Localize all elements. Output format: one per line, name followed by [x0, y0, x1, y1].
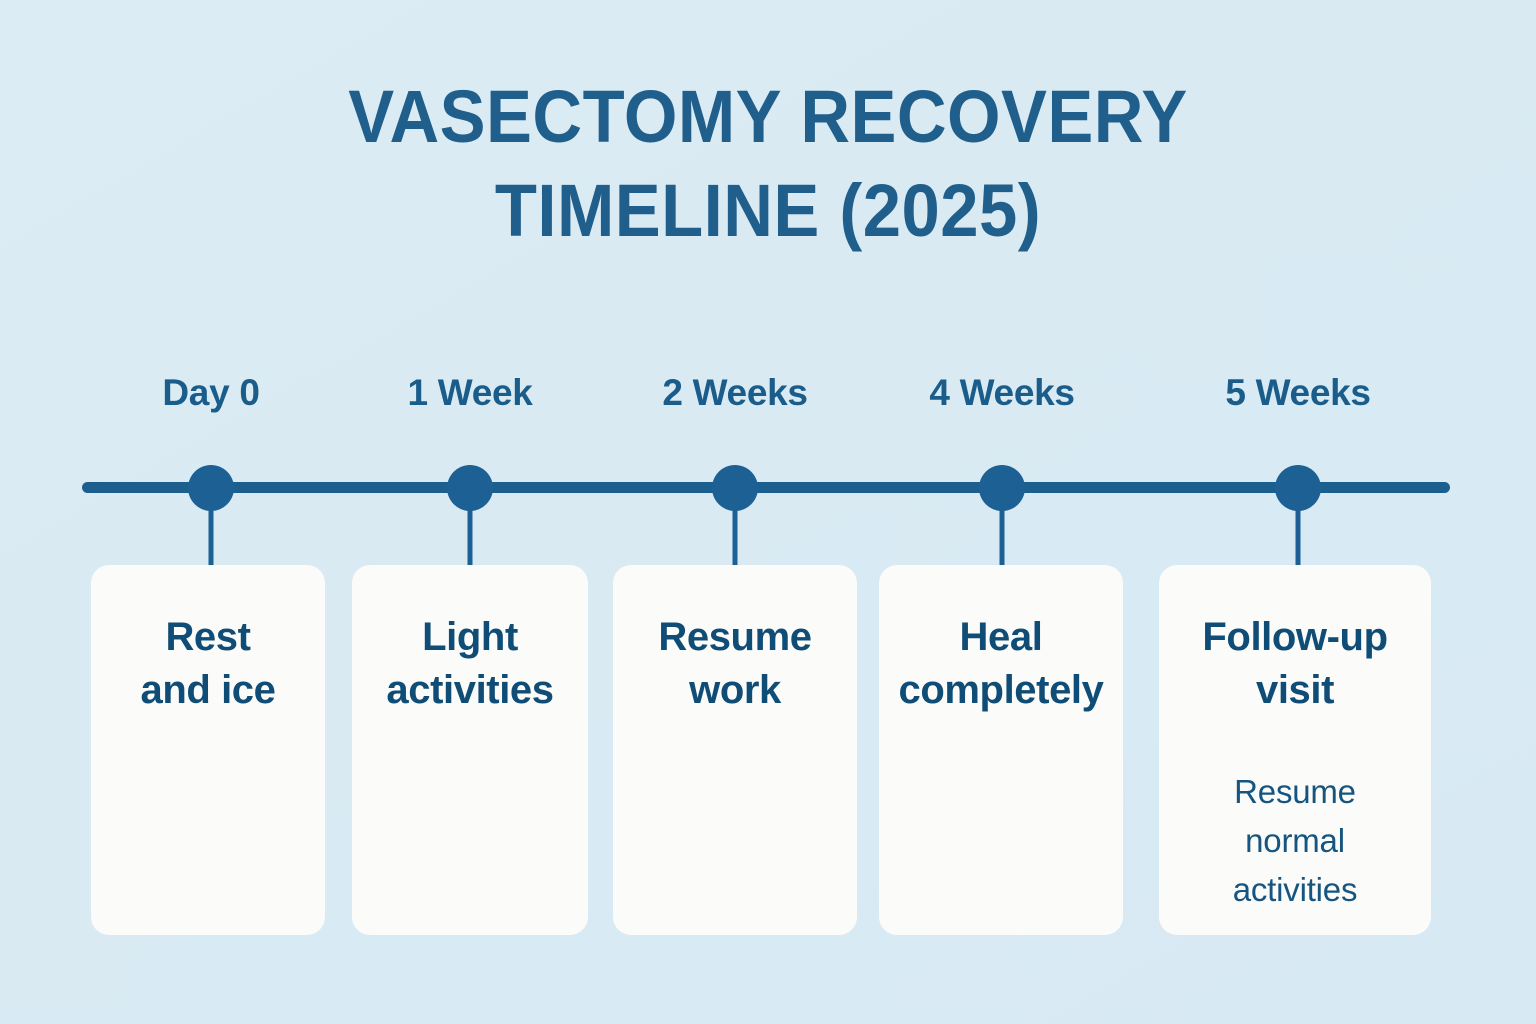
timeline-connector-5-weeks: [1295, 487, 1301, 567]
timeline-connector-1-week: [467, 487, 473, 567]
page-title-line-2: TIMELINE (2025): [494, 169, 1042, 252]
page-title: VASECTOMY RECOVERY TIMELINE (2025): [0, 70, 1536, 258]
timeline-label-1-week: 1 Week: [407, 372, 533, 413]
timeline-connector-4-weeks: [999, 487, 1005, 567]
timeline-axis-bar: [82, 482, 1450, 493]
page-title-line-1: VASECTOMY RECOVERY: [348, 75, 1188, 158]
timeline-label-5-weeks: 5 Weeks: [1225, 372, 1371, 413]
timeline-label-2-weeks: 2 Weeks: [662, 372, 808, 413]
timeline-label-4-weeks: 4 Weeks: [929, 372, 1075, 413]
timeline-label-day-0: Day 0: [162, 372, 260, 413]
timeline-connector-2-weeks: [732, 487, 738, 567]
timeline-connector-day-0: [208, 487, 214, 567]
